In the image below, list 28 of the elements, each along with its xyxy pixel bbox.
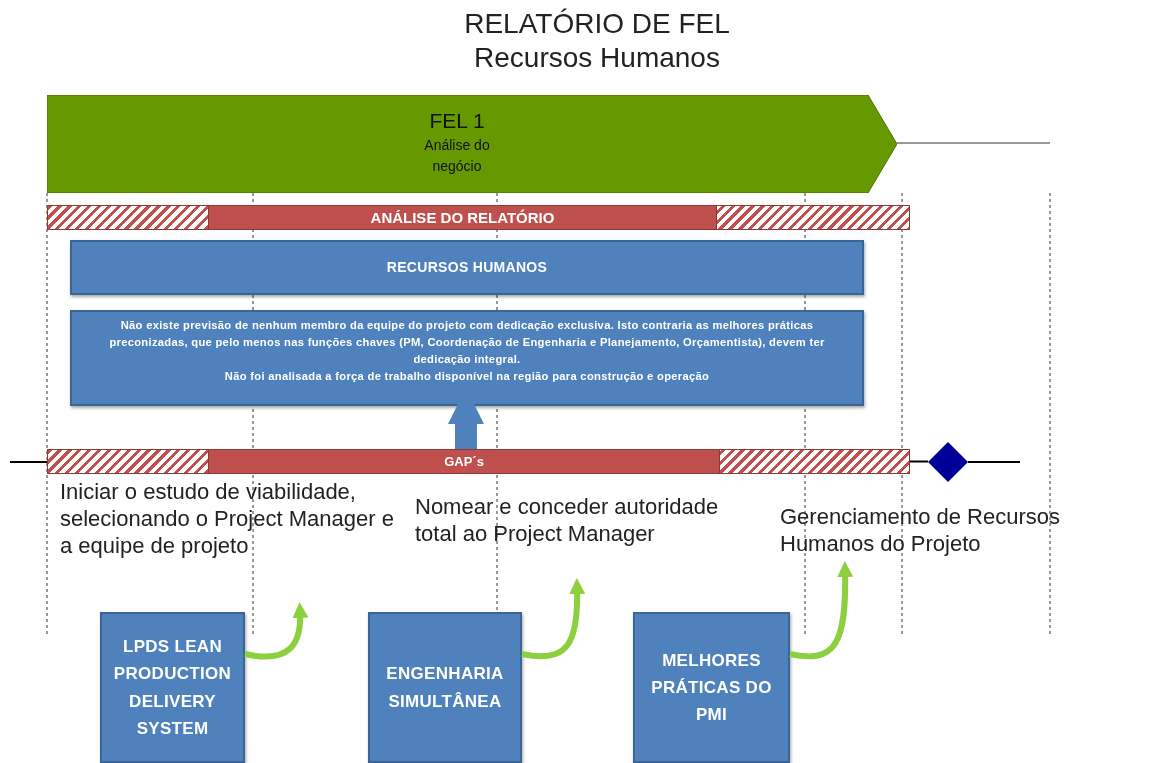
info-box <box>100 612 245 763</box>
curved-arrow <box>521 578 586 660</box>
curved-arrow <box>244 602 309 660</box>
box-text: RECURSOS HUMANOS <box>385 258 549 277</box>
box-text: Não foi analisada a força de trabalho disponível na região para construção e operação <box>223 368 711 384</box>
info-box <box>70 240 864 295</box>
info-box <box>633 612 790 763</box>
note-text: Iniciar o estudo de viabilidade, selecionando o Project Manager e a equipe de projeto <box>60 478 395 559</box>
note-text: Nomear e conceder autoridade total ao Project Manager <box>415 493 720 547</box>
box-text: ENGENHARIA SIMULTÂNEA <box>385 663 505 713</box>
bar-label: GAP´s <box>208 449 720 474</box>
curved-arrow <box>789 561 854 660</box>
phase-subtitle: Análise do negócio <box>423 136 491 176</box>
connector-line <box>909 460 929 463</box>
milestone-diamond <box>928 442 968 482</box>
timeline-bar <box>47 449 910 474</box>
box-text: MELHORES PRÁTICAS DO PMI <box>650 649 773 727</box>
box-text: LPDS LEAN PRODUCTION DELIVERY SYSTEM <box>112 636 233 740</box>
timeline-bar <box>47 205 910 230</box>
info-box <box>368 612 522 763</box>
box-text: Não existe previsão de nenhum membro da equipe do projeto com dedicação exclusiva. Isto contraria as melhores práticas preconizadas, que pelo menos nas funções chaves (PM, Coordenação de Engenharia e Planejamento, Orçamentista), devem ter dedicação integral. <box>108 318 826 367</box>
info-box <box>70 310 864 406</box>
phase-arrow-band <box>47 95 897 193</box>
note-text: Gerenciamento de Recursos Humanos do Projeto <box>780 503 1062 557</box>
title: RELATÓRIO DE FEL <box>463 8 731 40</box>
bar-label: ANÁLISE DO RELATÓRIO <box>208 205 717 230</box>
subtitle: Recursos Humanos <box>473 42 721 74</box>
phase-title: FEL 1 <box>429 109 485 133</box>
